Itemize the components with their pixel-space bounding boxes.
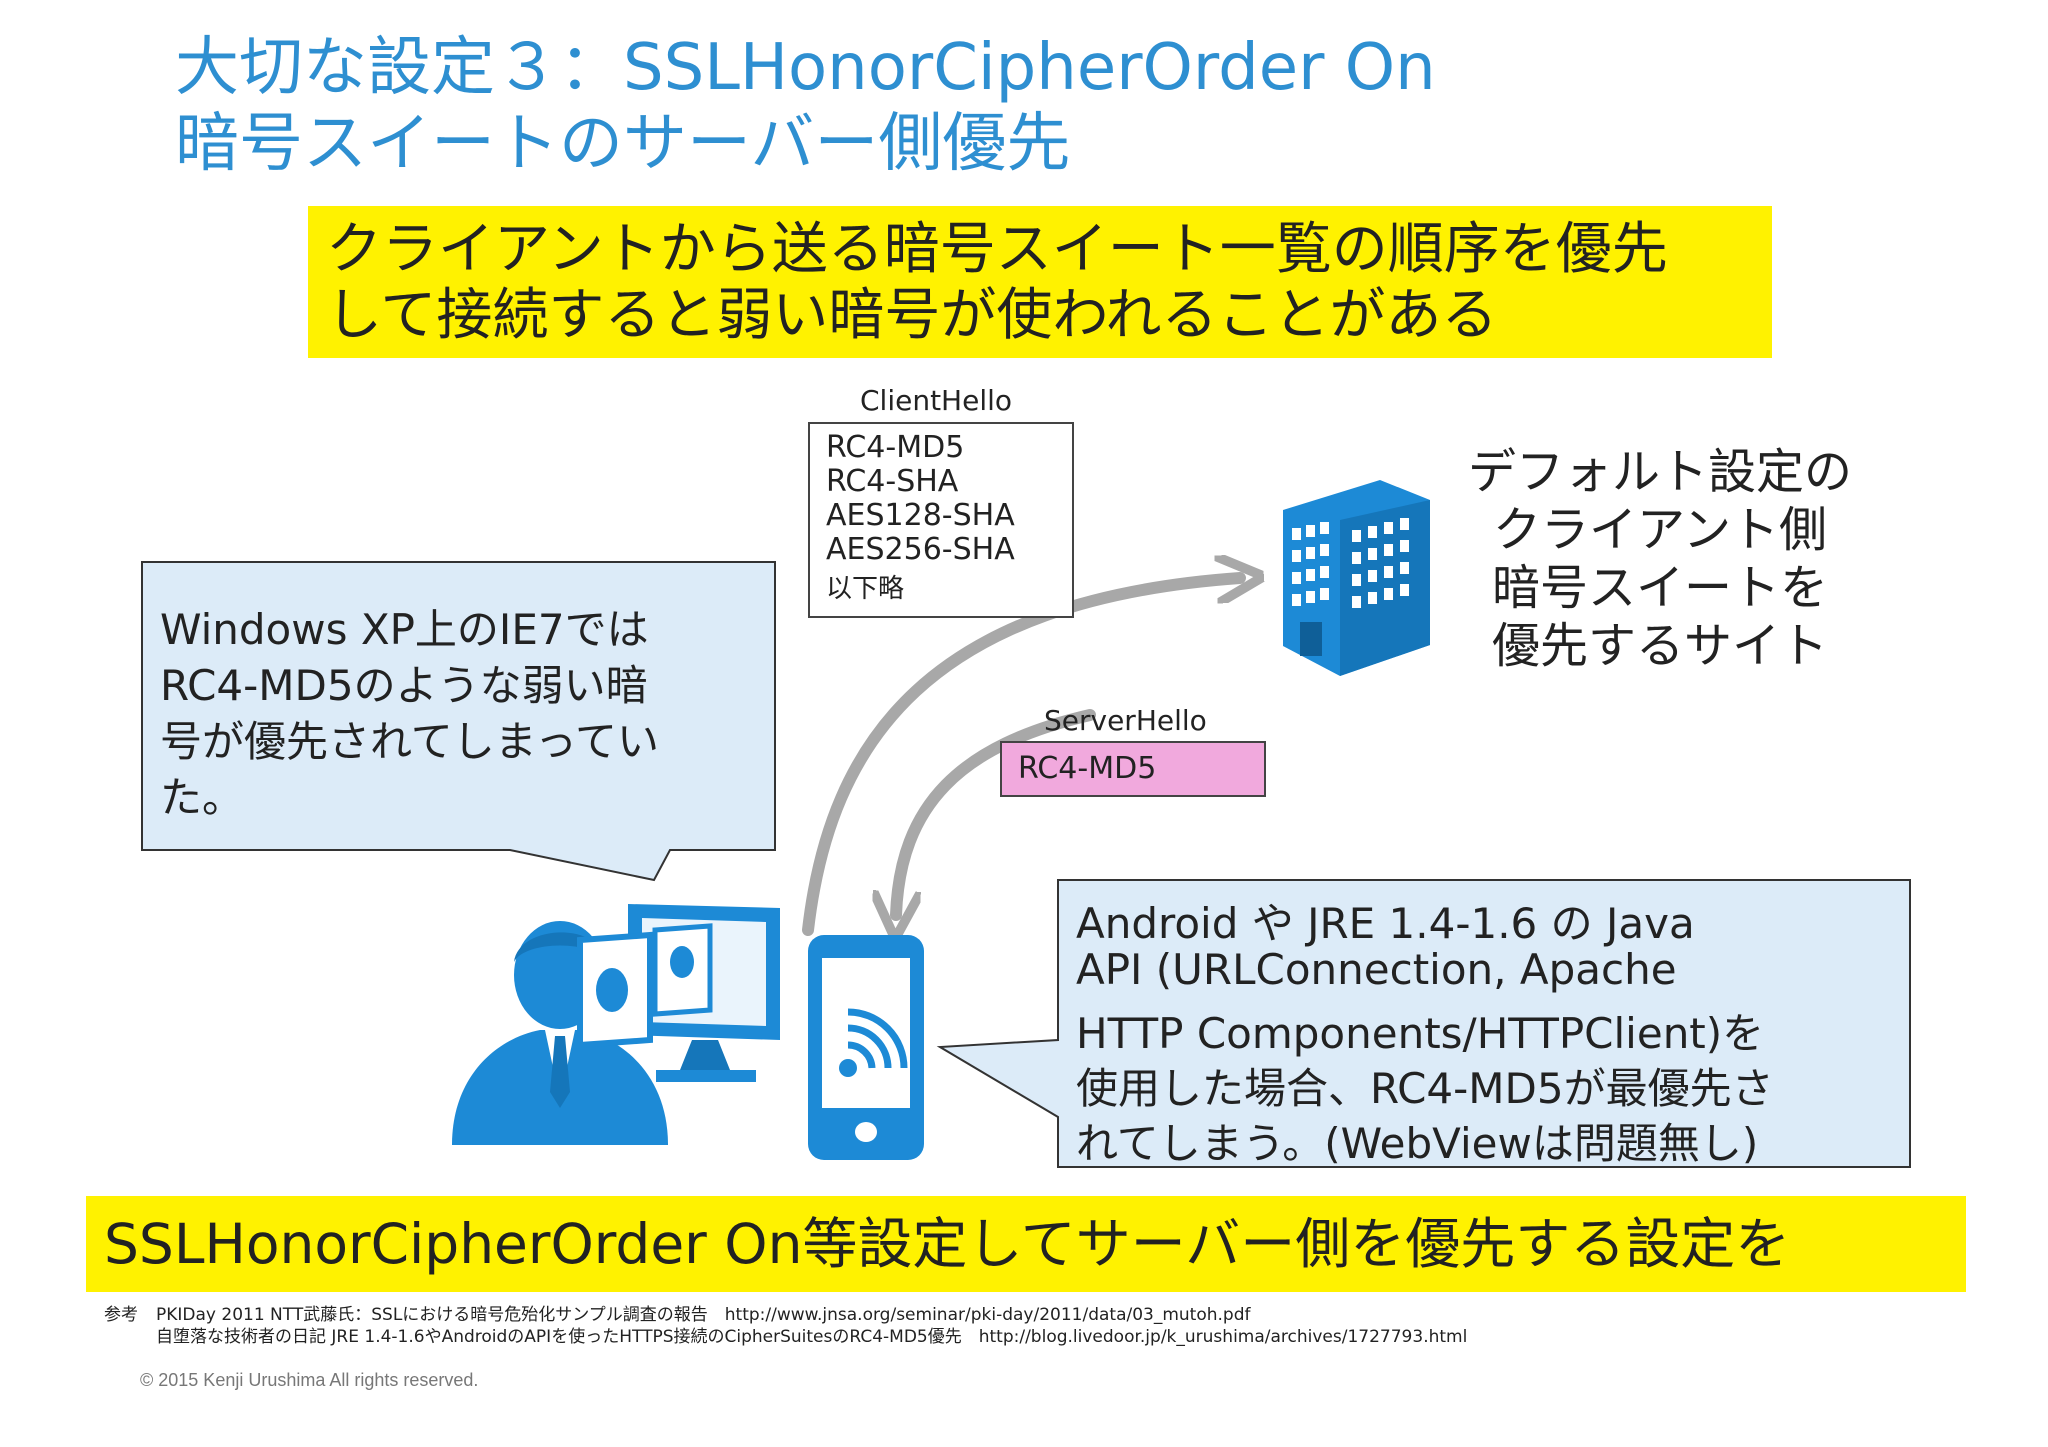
top-banner-line-1: クライアントから送る暗号スイート一覧の順序を優先 bbox=[326, 217, 1668, 282]
client-hello-arrow bbox=[802, 578, 1240, 936]
cipher-item: AES128-SHA bbox=[826, 498, 1015, 533]
callout-android-line-5: れてしまう。(WebViewは問題無し) bbox=[1076, 1119, 1759, 1168]
copyright: © 2015 Kenji Urushima All rights reserve… bbox=[140, 1370, 479, 1390]
callout-windows-line-4: た。 bbox=[160, 773, 245, 822]
slide-title-line-2: 暗号スイートのサーバー側優先 bbox=[175, 107, 1071, 181]
callout-windows-line-1: Windows XP上のIE7では bbox=[160, 605, 649, 654]
callout-windows-line-3: 号が優先されてしまってい bbox=[160, 717, 659, 766]
slide-title-line-1: 大切な設定３：SSLHonorCipherOrder On bbox=[175, 31, 1436, 105]
businessman-icon bbox=[452, 921, 668, 1145]
reference-2: 自堕落な技術者の日記 JRE 1.4-1.6やAndroidのAPIを使ったHT… bbox=[156, 1327, 1468, 1347]
cipher-item: AES256-SHA bbox=[826, 532, 1015, 567]
callout-android-line-2: API (URLConnection, Apache bbox=[1076, 945, 1677, 994]
top-banner-line-2: して接続すると弱い暗号が使われることがある bbox=[326, 283, 1498, 348]
site-description-line-1: デフォルト設定の bbox=[1467, 444, 1852, 500]
site-description-line-3: 暗号スイートを bbox=[1491, 560, 1828, 616]
bottom-banner: SSLHonorCipherOrder On等設定してサーバー側を優先する設定を bbox=[86, 1196, 1966, 1292]
callout-android-line-3: HTTP Components/HTTPClient)を bbox=[1076, 1009, 1765, 1058]
server-hello-arrow bbox=[896, 709, 1096, 915]
callout-windows-box bbox=[141, 561, 776, 882]
site-description-line-2: クライアント側 bbox=[1492, 502, 1828, 558]
client-hello-cipher-list: RC4-MD5 RC4-SHA AES128-SHA AES256-SHA 以下… bbox=[808, 422, 1074, 618]
server-hello-label: ServerHello bbox=[1044, 704, 1207, 737]
cipher-item: RC4-MD5 bbox=[826, 430, 965, 465]
site-description-line-4: 優先するサイト bbox=[1491, 618, 1828, 674]
callout-windows-line-2: RC4-MD5のような弱い暗 bbox=[160, 661, 648, 710]
callout-android-line-1: Android や JRE 1.4-1.6 の Java bbox=[1076, 899, 1695, 948]
office-building-icon bbox=[1283, 480, 1430, 676]
top-banner: クライアントから送る暗号スイート一覧の順序を優先 して接続すると弱い暗号が使われ… bbox=[308, 206, 1772, 358]
client-hello-label: ClientHello bbox=[860, 384, 1013, 417]
server-hello-value: RC4-MD5 bbox=[1018, 751, 1157, 786]
desktop-monitor-icon bbox=[577, 904, 780, 1082]
server-hello-selected-cipher: RC4-MD5 bbox=[1000, 741, 1266, 797]
references-label: 参考 bbox=[104, 1305, 138, 1325]
bottom-banner-text: SSLHonorCipherOrder On等設定してサーバー側を優先する設定を bbox=[104, 1212, 1791, 1276]
reference-1: PKIDay 2011 NTT武藤氏：SSLにおける暗号危殆化サンプル調査の報告… bbox=[156, 1305, 1251, 1325]
callout-android-box bbox=[936, 879, 1911, 1168]
smartphone-wifi-icon bbox=[808, 935, 924, 1160]
cipher-item: RC4-SHA bbox=[826, 464, 959, 499]
cipher-item: 以下略 bbox=[826, 574, 905, 604]
callout-android-line-4: 使用した場合、RC4-MD5が最優先さ bbox=[1076, 1064, 1774, 1113]
